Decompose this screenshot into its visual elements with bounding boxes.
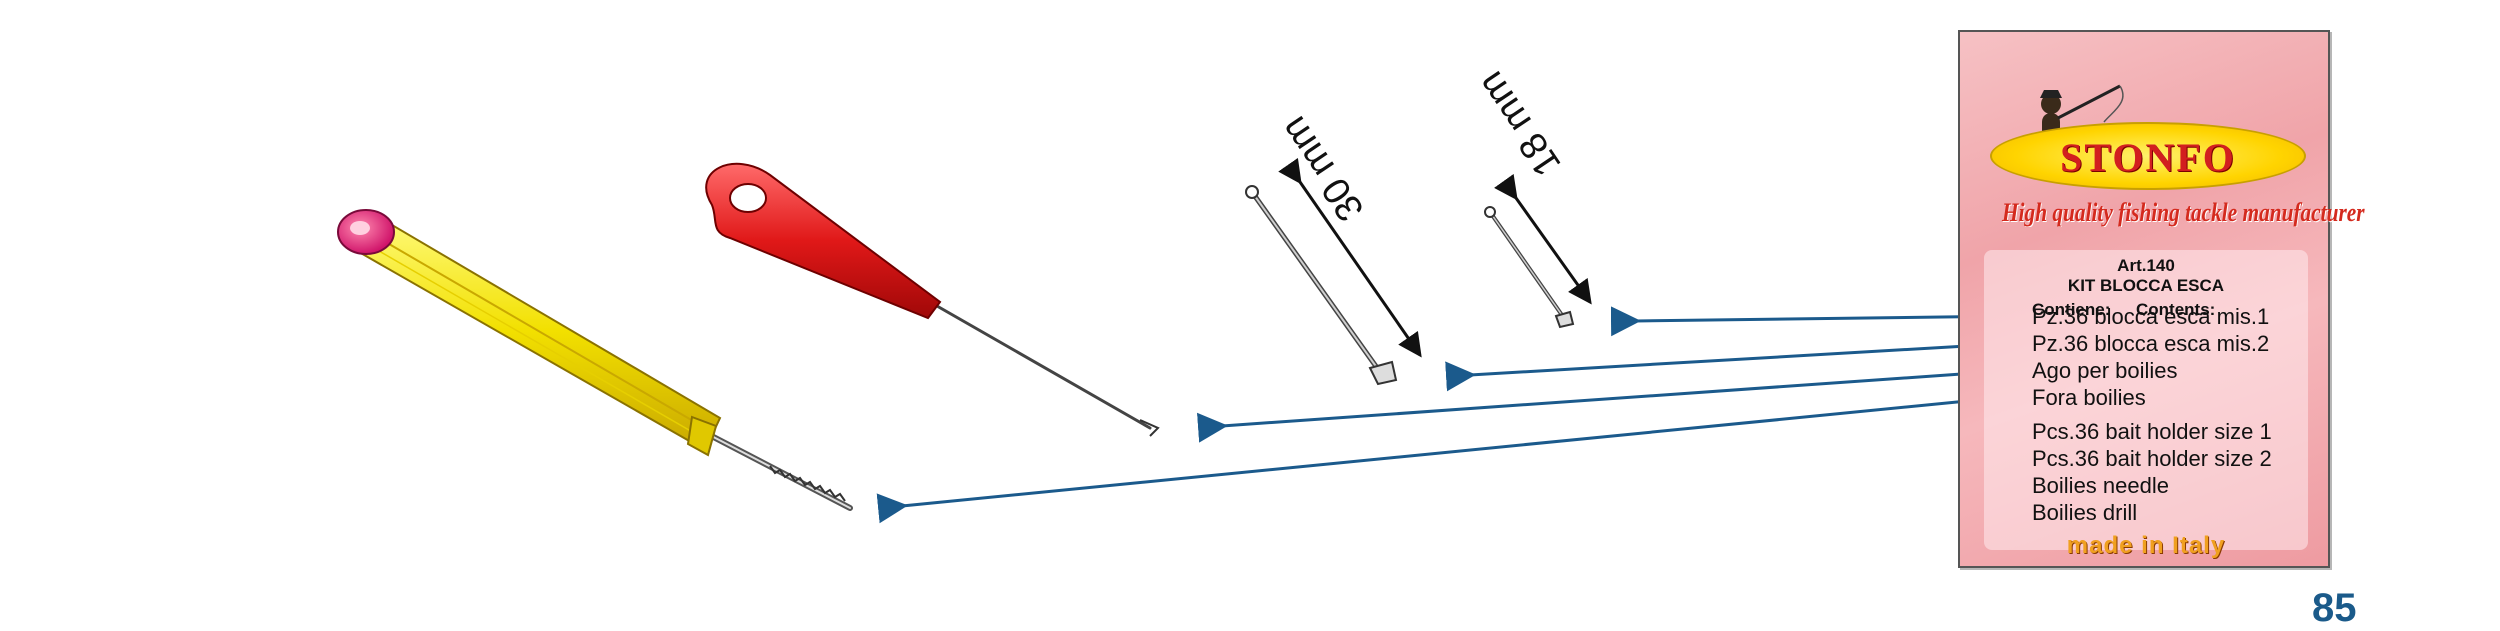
contains-label: Contiene: (2032, 300, 2111, 319)
pointer-arrows (876, 306, 2026, 524)
dimension-label-small: 18 mm (1470, 64, 1570, 184)
boilies-drill (337, 209, 853, 511)
pointer-arrow-drill (876, 394, 2019, 524)
contents-panel (1984, 250, 2308, 550)
list-item: Ago per boilies (2032, 358, 2178, 383)
logo-oval (1990, 122, 2306, 190)
article-number: Art.140 (2117, 256, 2175, 275)
tagline: High quality fishing tackle manufacturer (2002, 198, 2365, 227)
bait-stop-large: 30 mm (1245, 109, 1422, 386)
dimension-arrow-small (1494, 173, 1592, 305)
list-item: Pz.36 blocca esca mis.1 (2032, 304, 2270, 329)
page-number: 85 (2312, 586, 2357, 630)
list-item: Boilies drill (2032, 500, 2138, 525)
brand-logo: STONFO (1990, 82, 2306, 202)
kit-name: KIT BLOCCA ESCA (2067, 276, 2225, 295)
dimension-label-large: 30 mm (1273, 109, 1373, 229)
list-item: Pz.36 blocca esca mis.2 (2032, 331, 2270, 356)
pointer-arrow-size-2 (1445, 341, 2019, 392)
pointer-arrow-needle (1197, 368, 2019, 443)
dimension-arrow-large (1278, 157, 1422, 358)
list-item: Fora boilies (2032, 385, 2146, 410)
brand-name: STONFO (2060, 135, 2236, 180)
origin-label: made in Italy (2066, 532, 2226, 559)
list-item: Boilies needle (2032, 473, 2169, 498)
bait-stop-small: 18 mm (1470, 64, 1592, 329)
pointer-arrow-size-1 (1610, 306, 2019, 337)
product-package-card: STONFO High quality fishing tackle manuf… (1958, 30, 2365, 568)
list-item: Pcs.36 bait holder size 2 (2032, 446, 2272, 471)
contents-label: Contents: (2136, 300, 2216, 319)
boilies-needle (705, 162, 1160, 437)
list-item: Pcs.36 bait holder size 1 (2032, 419, 2272, 444)
